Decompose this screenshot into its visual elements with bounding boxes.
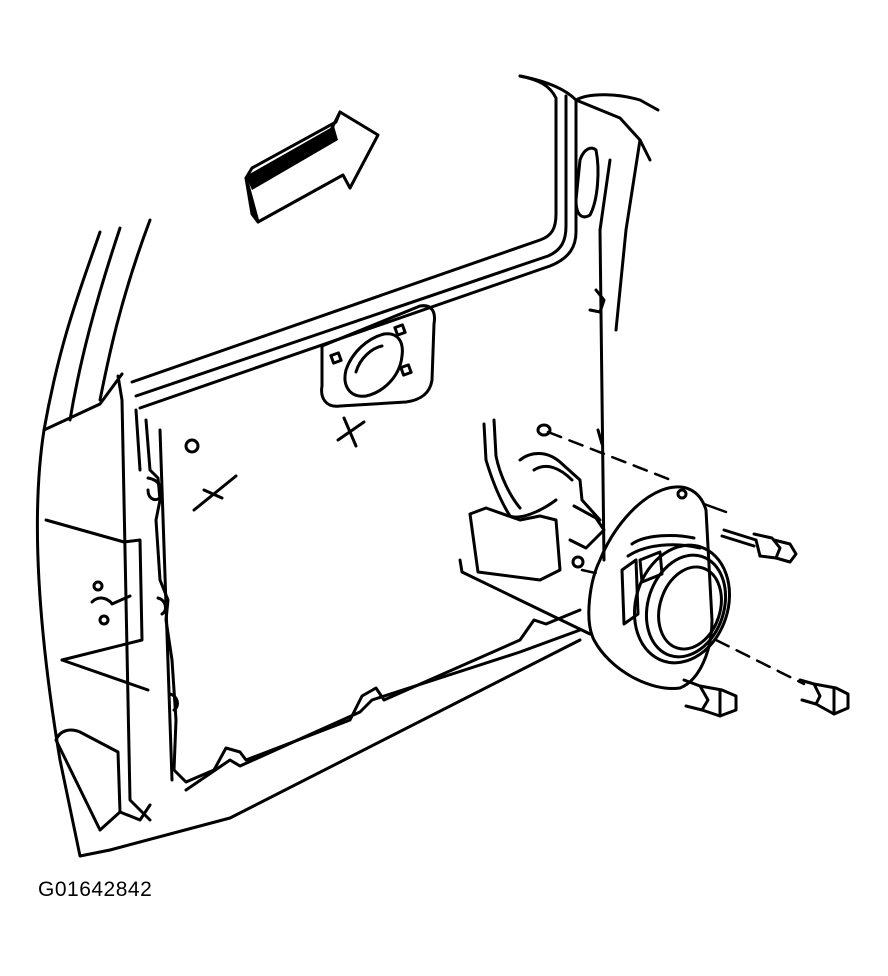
mounting-holes [536, 423, 552, 437]
wiring-harness [458, 418, 606, 636]
bolt-icon [682, 528, 850, 718]
speaker-icon [587, 485, 732, 690]
front-direction-arrow-icon [244, 110, 380, 224]
access-hole-plate [320, 304, 436, 448]
bolt-upper [720, 528, 798, 564]
bolt-lower-left [682, 678, 738, 718]
window-frame [130, 74, 660, 562]
figure-id-label: G01642842 [38, 878, 153, 901]
door-handle-area [90, 580, 132, 626]
bolt-lower-right [798, 678, 850, 716]
door-shell [35, 218, 582, 858]
alignment-lines [546, 430, 806, 686]
reference-mark [192, 474, 238, 512]
inner-door-panel [134, 288, 606, 792]
